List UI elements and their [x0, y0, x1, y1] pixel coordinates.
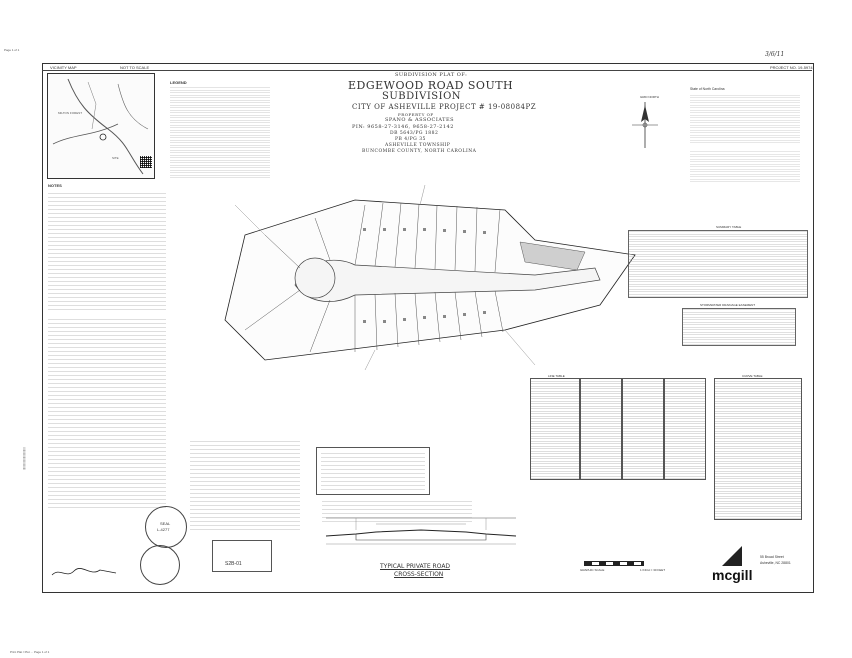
title-county: BUNCOMBE COUNTY, NORTH CAROLINA	[362, 149, 477, 154]
graphic-scale-label: GRAPHIC SCALE	[580, 568, 605, 572]
vicinity-map-drawing: MILTON FOREST SITE	[52, 78, 149, 175]
qr-code	[140, 156, 152, 168]
top-right-stamp: 3/6/11	[765, 51, 785, 58]
left-margin-text: |||||||||||||||||||||||||||||	[22, 447, 26, 470]
graphic-scale-bar	[584, 561, 644, 566]
sheet-top-rule	[42, 70, 812, 71]
footer-label: Print Plat / Plot ... Page 1 of 1	[10, 650, 50, 654]
easement-table-title: STORMWATER DRAINAGE EASEMENT	[700, 303, 756, 307]
easement-table	[682, 308, 796, 346]
north-label: GRID NORTH	[640, 95, 659, 99]
scale-value: 1 INCH = 30 FEET	[640, 568, 666, 572]
not-to-scale-label: NOT TO SCALE	[120, 65, 150, 70]
sheet-number-box: S2B-01	[212, 540, 272, 572]
north-arrow-icon	[632, 102, 658, 148]
typical-road-title-1: TYPICAL PRIVATE ROAD	[380, 563, 451, 570]
owners-certificate-block	[190, 440, 300, 530]
line-table-title: LINE TABLE	[548, 374, 565, 378]
vicinity-map-title: VICINITY MAP	[50, 65, 77, 70]
notes-title: NOTES	[48, 183, 62, 188]
seal-number: L-4277	[157, 527, 170, 532]
curve-table	[714, 378, 802, 520]
line-table-4	[664, 378, 706, 480]
title-township: ASHEVILLE TOWNSHIP	[385, 143, 451, 148]
title-pb: PB 4/PG 35	[395, 137, 426, 142]
subject-property-box	[316, 447, 430, 495]
title-pin: PIN: 9658-27-3146, 9658-27-2142	[352, 124, 454, 130]
vicinity-map: MILTON FOREST SITE	[47, 73, 155, 179]
state-nc-label: State of North Carolina	[690, 87, 725, 91]
title-line1: EDGEWOOD ROAD SOUTH	[348, 79, 514, 92]
curve-table-title: CURVE TABLE	[742, 374, 763, 378]
sheet-number: S2B-01	[225, 561, 242, 567]
line-table-1	[530, 378, 580, 480]
line-table-2	[580, 378, 622, 480]
company-address: 55 Broad Street	[760, 555, 784, 559]
site-plan	[224, 184, 636, 371]
company-city: Asheville, NC 28801	[760, 561, 791, 565]
typical-road-title-2: CROSS-SECTION	[394, 571, 444, 578]
summary-table-title: SUMMARY TABLE	[716, 225, 742, 229]
title-db: DB 5643/PG 1882	[390, 131, 439, 136]
project-number-label: PROJECT NO. 19-5974	[770, 65, 813, 70]
svg-text:MILTON FOREST: MILTON FOREST	[58, 111, 82, 115]
title-line2: SUBDIVISION	[382, 91, 462, 102]
legend-title: LEGEND	[170, 80, 187, 85]
surveyor-statement-block	[322, 500, 472, 522]
surveyor-seal-2	[140, 545, 180, 585]
signature	[50, 566, 120, 578]
line-table-3	[622, 378, 664, 480]
summary-table	[628, 230, 808, 298]
legend-block	[170, 86, 270, 178]
seal-label: SEAL	[160, 521, 171, 526]
notes-text-lower	[48, 318, 166, 508]
title-owner: SPANO & ASSOCIATES	[385, 117, 455, 123]
title-property-of: PROPERTY OF	[398, 112, 434, 117]
page-label: Page 1 of 1	[4, 48, 20, 52]
subject-property-text	[321, 452, 425, 490]
surveyor-seal-1: SEAL L-4277	[145, 506, 187, 548]
title-project: CITY OF ASHEVILLE PROJECT # 19-08084PZ	[352, 103, 537, 111]
certification-block-top	[690, 93, 800, 143]
svg-text:SITE: SITE	[112, 156, 119, 160]
certification-block-bottom	[690, 150, 800, 182]
company-name: mcgill	[712, 567, 753, 583]
notes-text-upper	[48, 190, 166, 310]
road-cross-section	[325, 517, 517, 545]
title-pre: SUBDIVISION PLAT OF:	[395, 72, 468, 78]
